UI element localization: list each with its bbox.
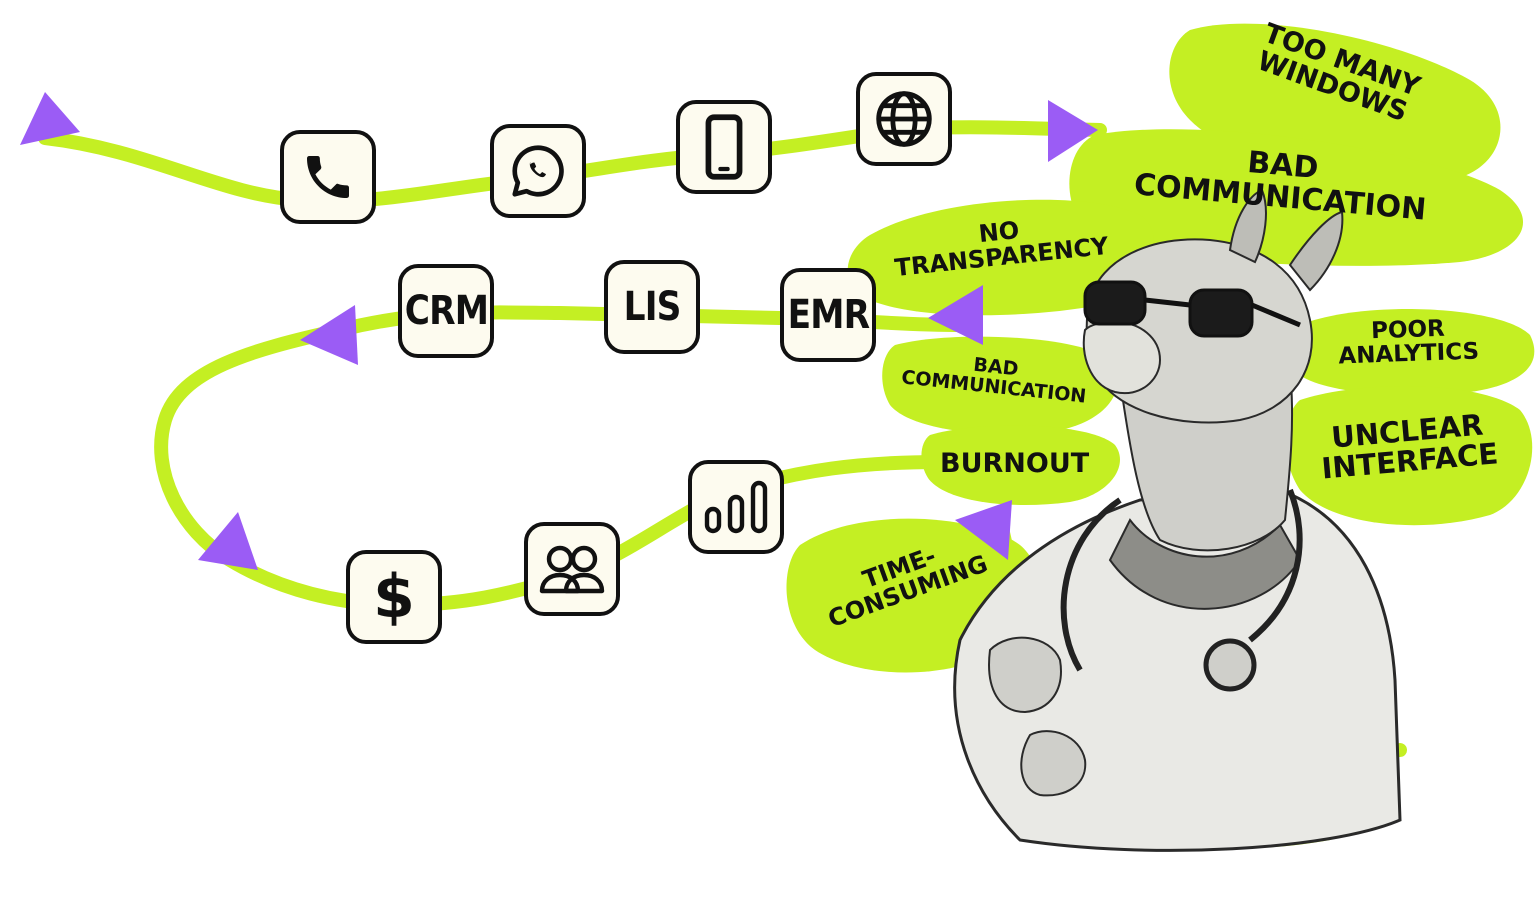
arrow-lower-left bbox=[198, 512, 258, 570]
globe-glyph bbox=[876, 91, 932, 147]
phone-icon bbox=[280, 130, 376, 224]
globe-icon bbox=[856, 72, 952, 166]
blob-bad-communication-small bbox=[882, 336, 1118, 434]
blob-no-transparency bbox=[847, 199, 1155, 316]
bar-chart-glyph bbox=[704, 480, 768, 534]
dollar-glyph: $ bbox=[373, 562, 415, 632]
llama-ear-right bbox=[1288, 210, 1344, 292]
emr-label: EMR bbox=[787, 292, 870, 338]
crm-label: CRM bbox=[404, 288, 488, 334]
blob-poor-analytics bbox=[1289, 308, 1535, 396]
llama-doctor-illustration bbox=[953, 188, 1402, 852]
blob-bad-communication-large bbox=[1069, 129, 1524, 266]
blob-burnout bbox=[921, 425, 1120, 505]
dollar-icon: $ bbox=[346, 550, 442, 644]
llama-ear-left bbox=[1228, 188, 1267, 264]
arrow-start bbox=[20, 92, 80, 145]
smartphone-glyph bbox=[705, 114, 743, 180]
arrow-top-right bbox=[1048, 100, 1098, 162]
stethoscope-icon bbox=[1060, 488, 1303, 672]
llama-hand bbox=[988, 636, 1062, 714]
users-icon bbox=[524, 522, 620, 616]
arrow-middle-left bbox=[300, 305, 358, 365]
whatsapp-icon bbox=[490, 124, 586, 218]
phone-glyph bbox=[307, 156, 349, 198]
label-poor-analytics: POOR ANALYTICS bbox=[1337, 316, 1480, 370]
sunglasses-icon bbox=[1083, 280, 1301, 338]
blob-unclear-interface bbox=[1285, 386, 1533, 526]
label-burnout: BURNOUT bbox=[940, 448, 1090, 479]
whatsapp-glyph bbox=[512, 145, 564, 197]
llama-hand-lower bbox=[1020, 730, 1087, 797]
arrow-burnout bbox=[955, 500, 1012, 560]
crm-tile: CRM bbox=[398, 264, 494, 358]
users-glyph bbox=[539, 545, 605, 594]
emr-tile: EMR bbox=[780, 268, 876, 362]
label-burnout-line1: BURNOUT bbox=[940, 448, 1090, 479]
stethoscope-chestpiece bbox=[1203, 638, 1257, 692]
path-arrows bbox=[20, 92, 1098, 570]
smartphone-icon bbox=[676, 100, 772, 194]
lis-tile: LIS bbox=[604, 260, 700, 354]
bar-chart-icon bbox=[688, 460, 784, 554]
lis-label: LIS bbox=[623, 284, 682, 330]
label-poor-analytics-line2: ANALYTICS bbox=[1338, 338, 1480, 370]
arrow-middle-right bbox=[928, 285, 983, 345]
